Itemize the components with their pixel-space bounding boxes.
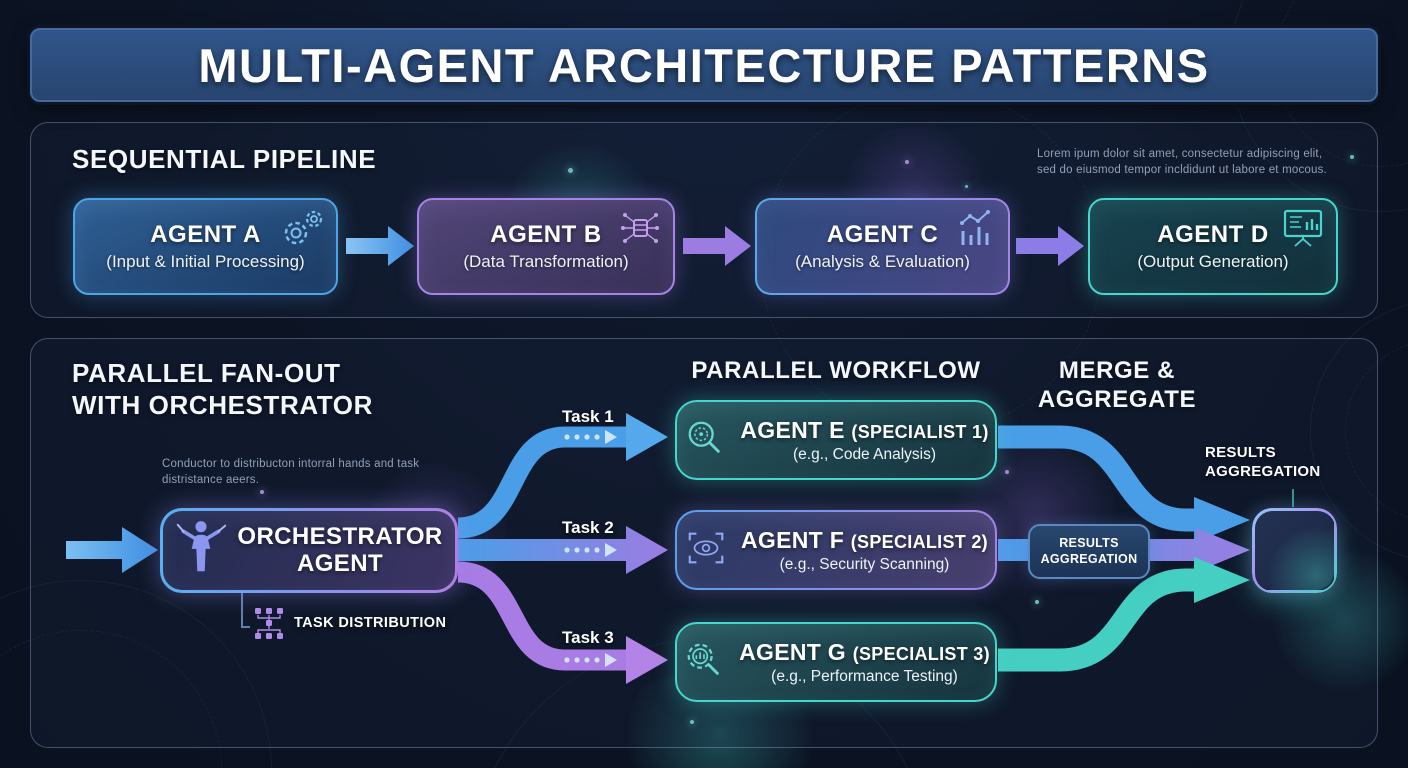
agent-name: AGENT D (1157, 221, 1269, 248)
task-distribution-label: TASK DISTRIBUTION (294, 615, 447, 631)
agent-name: AGENT F (741, 526, 845, 553)
bar-chart-icon (953, 208, 997, 253)
orchestrator-agent-box: ORCHESTRATOR AGENT (160, 508, 458, 593)
title-bar: MULTI-AGENT ARCHITECTURE PATTERNS (30, 28, 1378, 102)
task3-label: Task 3 (562, 628, 614, 647)
agent-role: (SPECIALIST 3) (852, 643, 990, 664)
agent-role: (SPECIALIST 1) (851, 421, 989, 442)
sequential-note: Lorem ipum dolor sit amet, consectetur a… (1037, 148, 1327, 177)
agent-desc: (Output Generation) (1137, 252, 1289, 271)
agent-name: AGENT E (740, 416, 845, 443)
magnifier-code-icon (683, 417, 727, 464)
orchestrator-name: ORCHESTRATOR AGENT (237, 522, 443, 577)
agent-f-box: AGENT F (SPECIALIST 2) (e.g., Security S… (675, 510, 997, 590)
gear-magnifier-icon (682, 639, 726, 686)
task2-label: Task 2 (562, 518, 614, 537)
agent-b-box: AGENT B (Data Transformation) (417, 198, 675, 295)
page-title: MULTI-AGENT ARCHITECTURE PATTERNS (198, 38, 1210, 92)
parallel-heading: PARALLEL FAN-OUT WITH ORCHESTRATOR (72, 358, 373, 420)
parallel-workflow-heading: PARALLEL WORKFLOW (691, 357, 981, 384)
sequential-heading: SEQUENTIAL PIPELINE (72, 144, 377, 174)
agent-desc: (e.g., Code Analysis) (793, 445, 937, 463)
merge-aggregate-heading: MERGE & AGGREGATE (1037, 357, 1197, 414)
task1-label: Task 1 (562, 407, 614, 426)
agent-name: AGENT G (739, 638, 846, 665)
agent-name: AGENT C (826, 221, 939, 248)
agent-desc: (Analysis & Evaluation) (795, 252, 970, 271)
parallel-note: Conductor to distribucton intorral hands… (162, 458, 420, 487)
results-aggregation-label: RESULTS AGGREGATION (1205, 444, 1321, 480)
agent-e-box: AGENT E (SPECIALIST 1) (e.g., Code Analy… (675, 400, 997, 480)
agent-desc: (Data Transformation) (463, 252, 629, 271)
agent-desc: (e.g., Security Scanning) (779, 555, 950, 573)
agent-role: (SPECIALIST 2) (850, 531, 988, 552)
hierarchy-icon (252, 606, 286, 647)
presentation-chart-icon (1281, 208, 1325, 255)
agent-c-box: AGENT C (Analysis & Evaluation) (755, 198, 1010, 295)
agent-desc: (e.g., Performance Testing) (771, 667, 958, 685)
agent-name: AGENT B (490, 221, 602, 248)
agent-name: AGENT A (150, 221, 261, 248)
aggregation-node (1252, 508, 1336, 592)
agent-d-box: AGENT D (Output Generation) (1088, 198, 1338, 295)
agent-desc: (Input & Initial Processing) (106, 252, 305, 271)
agent-a-box: AGENT A (Input & Initial Processing) (73, 198, 338, 295)
conductor-icon (175, 517, 227, 584)
agent-g-box: AGENT G (SPECIALIST 3) (e.g., Performanc… (675, 622, 997, 702)
scan-eye-icon (684, 528, 728, 573)
gears-icon (279, 208, 325, 253)
data-network-icon (618, 208, 662, 253)
results-aggregation-box: RESULTS AGGREGATION (1028, 524, 1150, 579)
